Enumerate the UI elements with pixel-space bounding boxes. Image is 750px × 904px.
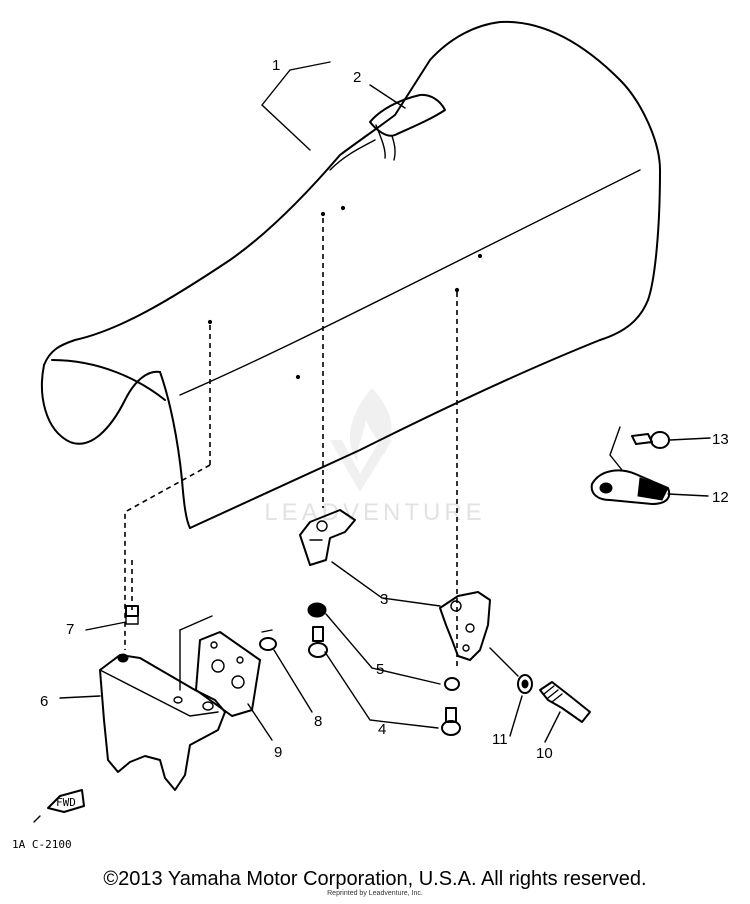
callout-11: 11 <box>492 731 508 748</box>
callout-2-leader <box>369 84 406 109</box>
callout-3-leader <box>331 561 441 607</box>
seat-lock-part-12 <box>590 469 671 505</box>
exploded-parts-diagram: LEADVENTURE <box>12 20 729 851</box>
nut-part-8 <box>259 629 277 651</box>
callout-2: 2 <box>353 69 361 86</box>
front-direction-marker: FWD <box>33 789 85 823</box>
callout-3: 3 <box>380 591 388 608</box>
callout-6-leader <box>59 695 101 699</box>
callout-6: 6 <box>40 693 48 710</box>
callout-5: 5 <box>376 661 384 678</box>
callout-10: 10 <box>536 745 553 762</box>
alignment-lines <box>124 205 460 670</box>
bolt-lower <box>441 707 461 736</box>
copyright-notice: ©2013 Yamaha Motor Corporation, U.S.A. A… <box>103 868 647 890</box>
callout-12: 12 <box>712 489 729 506</box>
callout-labels: 1 2 3 4 5 6 7 8 9 10 11 12 13 <box>40 57 729 762</box>
svg-text:FWD: FWD <box>56 796 76 809</box>
damper-upper <box>307 602 327 618</box>
screw-part-13 <box>631 431 670 449</box>
plate-part-9 <box>195 631 261 717</box>
hex-bolt <box>539 681 591 723</box>
callout-9-leader <box>247 703 273 741</box>
callout-10-leader <box>544 711 561 743</box>
connection-leader <box>489 647 519 677</box>
callout-1: 1 <box>272 57 280 74</box>
washer <box>517 674 533 694</box>
seat-label-strip <box>369 93 446 161</box>
damper-lower <box>444 677 460 691</box>
callout-13-leader <box>669 437 711 441</box>
bolt-part-7 <box>125 605 139 625</box>
callout-13: 13 <box>712 431 729 448</box>
callout-9: 9 <box>274 744 282 761</box>
seat-assembly <box>41 20 661 529</box>
callout-1-leader <box>261 61 331 151</box>
drawing-code: 1A C-2100 <box>12 838 72 851</box>
seat-bracket-front <box>299 509 356 566</box>
callout-11-leader <box>509 695 523 737</box>
callout-4: 4 <box>378 721 386 738</box>
reprint-notice: Reprinted by Leadventure, Inc. <box>327 890 423 897</box>
callout-7: 7 <box>66 621 74 638</box>
watermark-text: LEADVENTURE <box>264 499 485 526</box>
callout-12-leader <box>667 493 709 497</box>
callout-4-leader <box>324 651 439 729</box>
callout-8-leader <box>273 649 313 713</box>
callout-8: 8 <box>314 713 322 730</box>
bolt-upper <box>308 626 328 658</box>
seat-bracket-rear <box>439 591 491 661</box>
parts-12-13-bracket <box>609 426 623 471</box>
callout-5-leader <box>325 613 441 685</box>
fender-bracket-part-6 <box>99 615 226 791</box>
callout-7-leader <box>85 621 127 631</box>
watermark-logo <box>330 388 392 492</box>
